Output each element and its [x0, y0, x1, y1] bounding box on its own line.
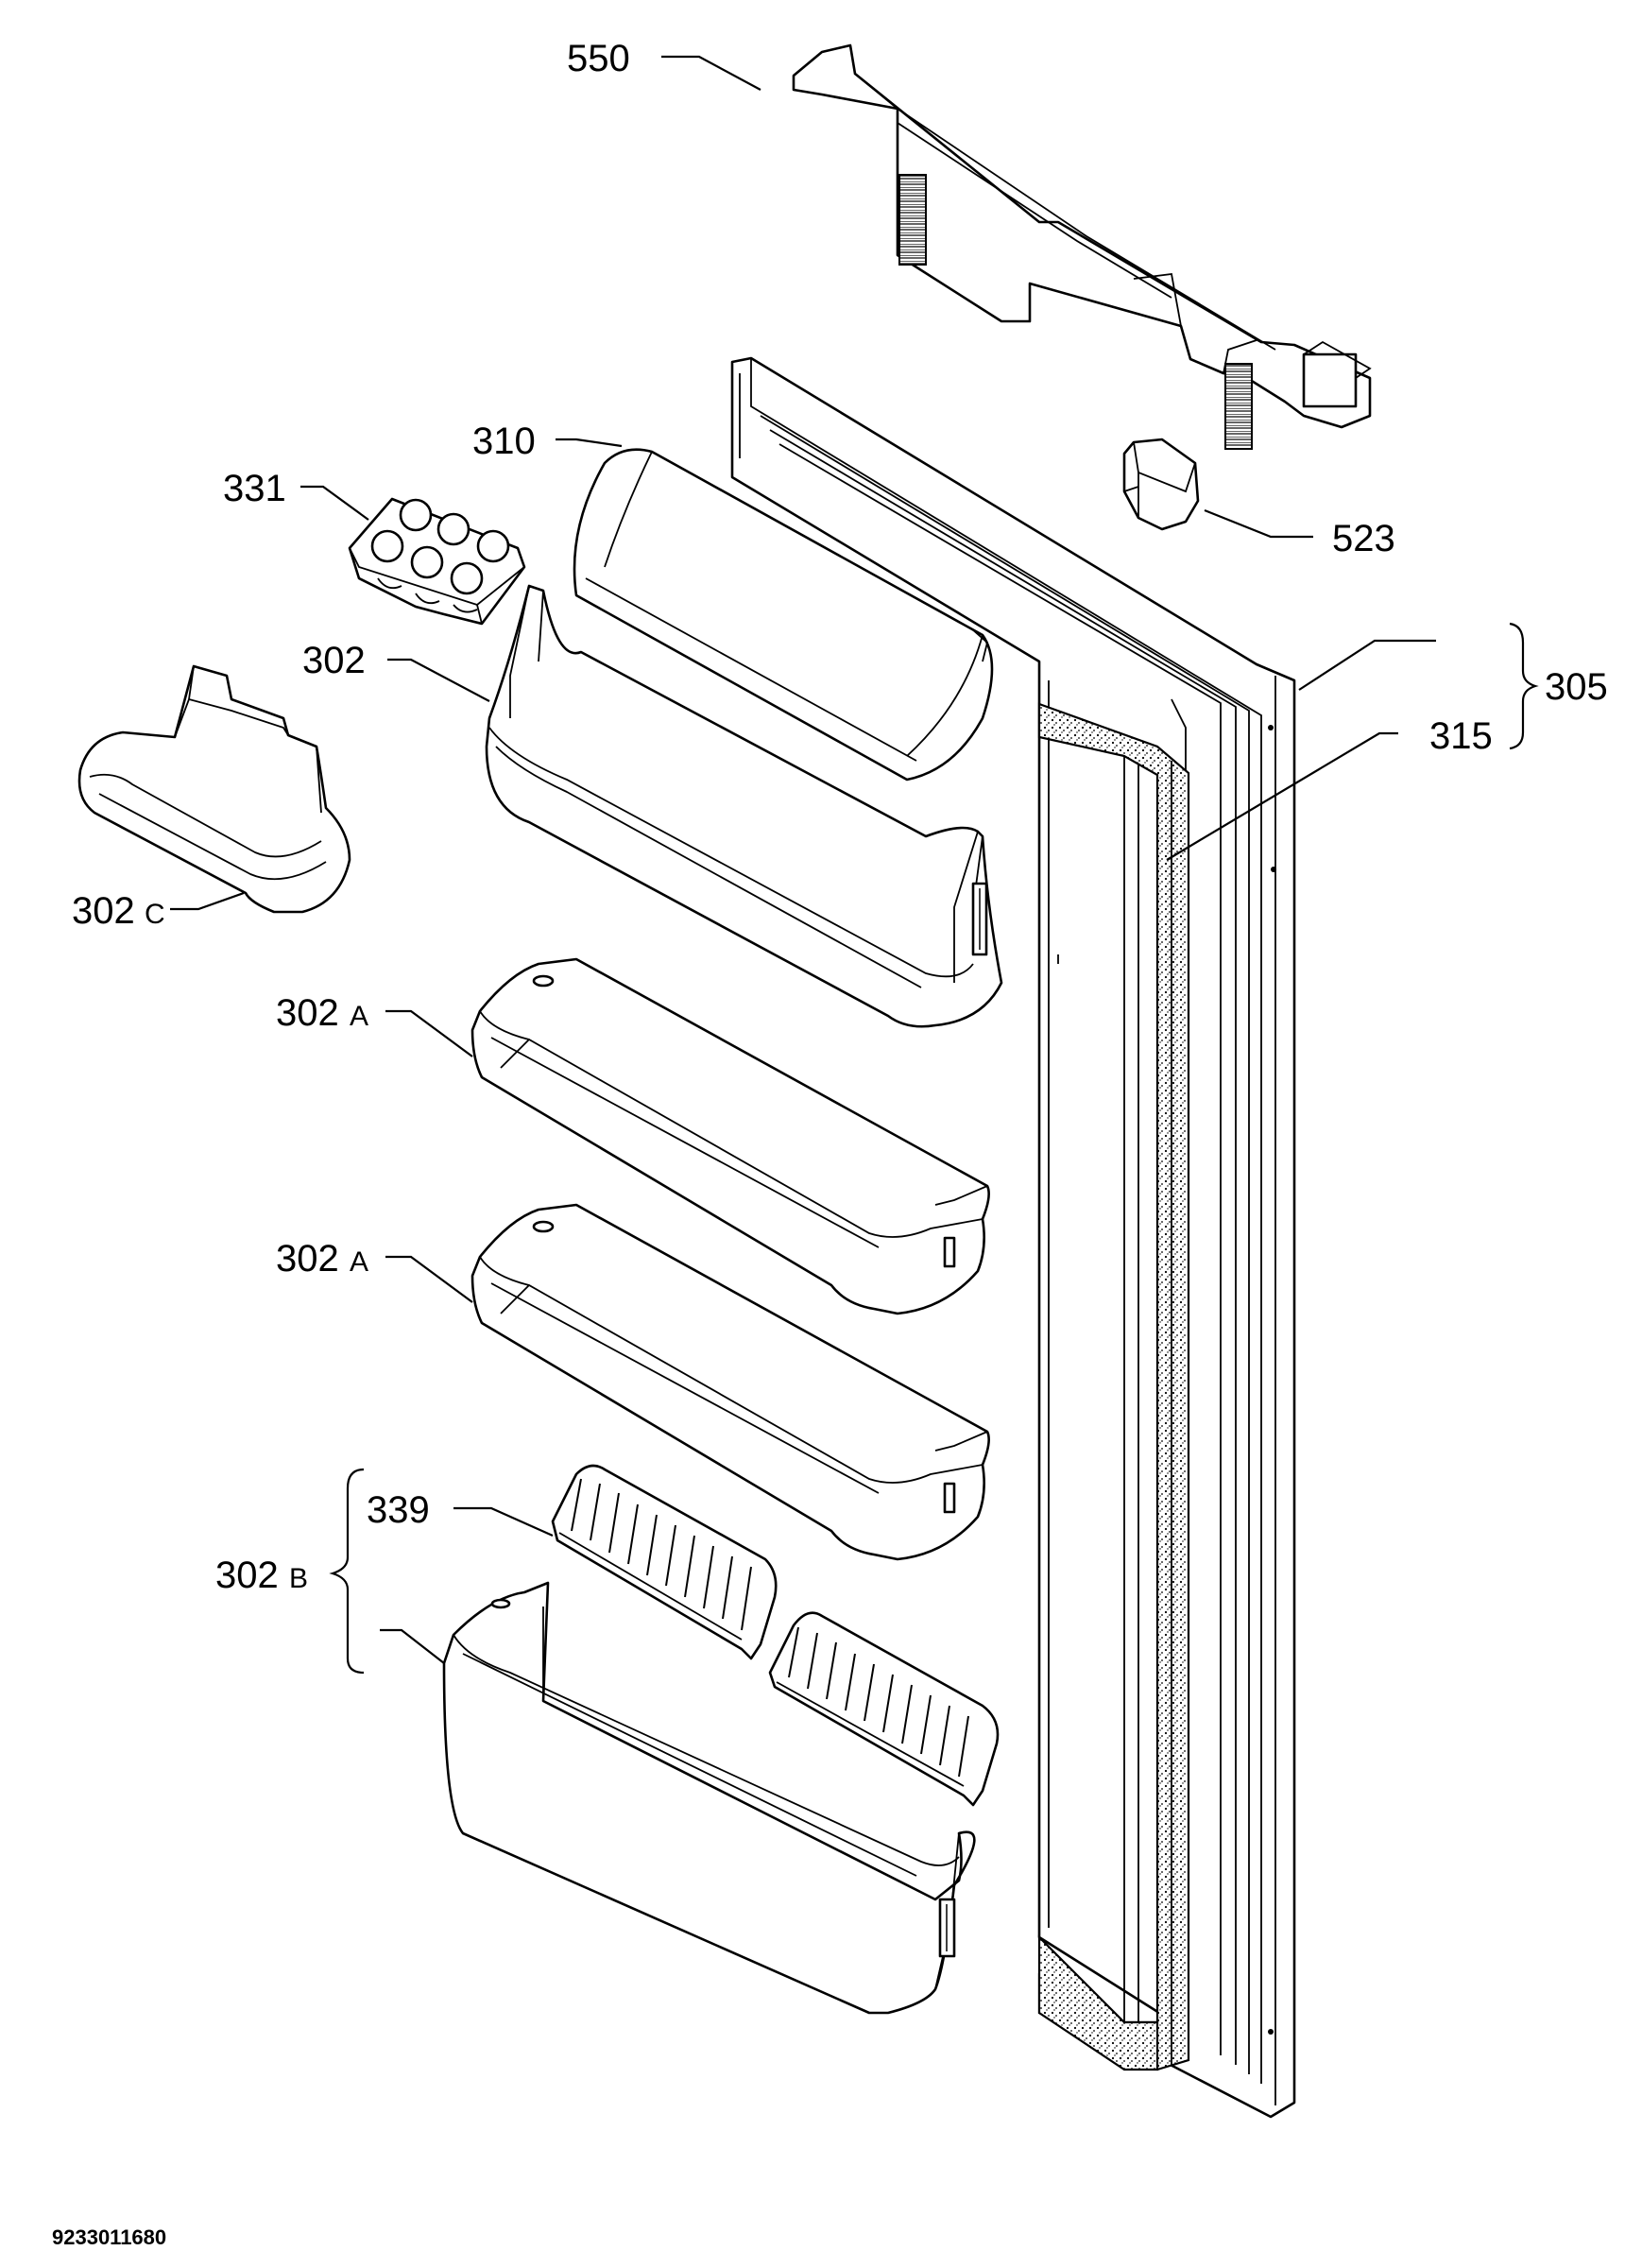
- label-302c-suffix: C: [145, 899, 165, 930]
- egg-tray: [348, 497, 526, 626]
- label-302a-lower-suffix: A: [350, 1246, 368, 1278]
- label-305: 305: [1545, 666, 1608, 708]
- door-shelf-302b: [442, 1581, 976, 2015]
- label-302a-lower-number: 302: [276, 1238, 339, 1280]
- bottle-divider-upper: [551, 1464, 778, 1660]
- label-523: 523: [1332, 518, 1395, 559]
- label-302b-suffix: B: [289, 1563, 308, 1594]
- label-302a-upper-suffix: A: [350, 1001, 368, 1032]
- callout-labels: 550 310 331 523 302 305 315 302 C 302 A …: [72, 38, 1608, 1596]
- label-550: 550: [567, 38, 630, 79]
- label-315: 315: [1429, 715, 1493, 757]
- bottle-divider-lower: [768, 1611, 1000, 1807]
- door-outer-frame: [730, 356, 1296, 2119]
- leader-lines: [170, 55, 1539, 1675]
- handle-clip: [1122, 438, 1200, 531]
- door-shelf-302a-lower: [470, 1203, 990, 1561]
- door-shelf-302: [485, 584, 1003, 1028]
- label-302: 302: [302, 640, 366, 681]
- dairy-compartment-lid: [573, 448, 994, 782]
- door-shelf-302a-upper: [470, 957, 990, 1315]
- door-handle: [792, 43, 1372, 450]
- door-assembly: [730, 356, 1296, 2119]
- label-302c-number: 302: [72, 890, 135, 932]
- small-door-shelf-302c: [77, 664, 351, 914]
- label-302a-upper-number: 302: [276, 992, 339, 1034]
- label-331: 331: [223, 468, 286, 509]
- document-number: 9233011680: [52, 2225, 166, 2249]
- label-310: 310: [472, 421, 536, 462]
- label-302b-number: 302: [215, 1555, 279, 1596]
- label-339: 339: [367, 1489, 430, 1531]
